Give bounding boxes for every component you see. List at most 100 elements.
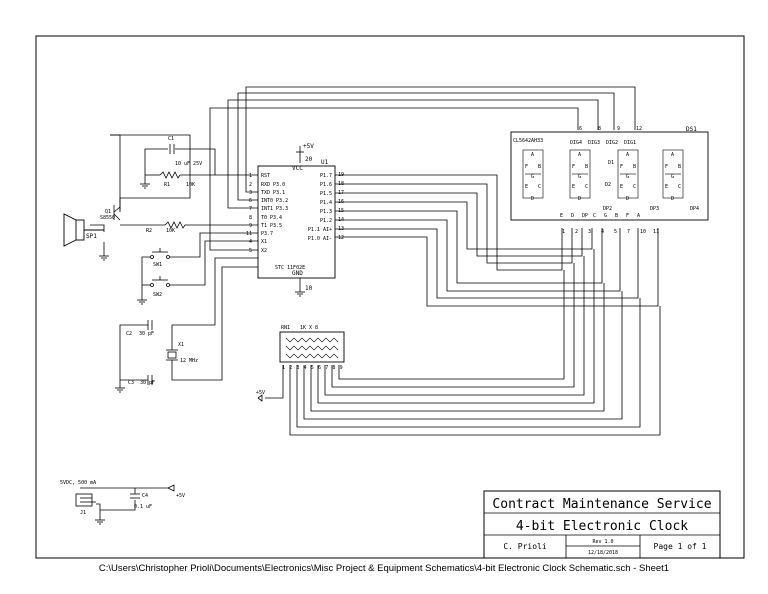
wire-dig1 [245, 86, 636, 193]
ground-icon [137, 299, 147, 305]
u1-part-label: STC 11F02E [275, 265, 305, 271]
rn1-pin-number: 3 [296, 365, 299, 371]
segment-letter: B [538, 164, 541, 170]
c1-value: 10 uF 25V [175, 161, 202, 167]
wire-rn-5 [317, 249, 595, 404]
rn1-zigzag [285, 353, 339, 359]
segment-letter: F [620, 164, 623, 170]
wire-seg-7 [335, 228, 639, 299]
u1-pin-name: X1 [261, 239, 267, 245]
rn1-pin-number: 5 [311, 365, 314, 371]
digit-pin-number: 9 [617, 126, 620, 132]
segment-letter: G [671, 174, 674, 180]
bottom-segment-letter: D [571, 213, 574, 219]
wire-c4-gnd [99, 500, 136, 520]
bottom-pin-number: 5 [614, 229, 617, 235]
u1-pin-name: P1.6 [320, 182, 332, 188]
bottom-segment-letter: C [593, 213, 596, 219]
u1-pin-number: 7 [249, 206, 252, 212]
segment-letter: B [585, 164, 588, 170]
u1-ref: U1 [321, 159, 329, 166]
tb-date: 12/18/2018 [588, 550, 618, 556]
display-body [510, 131, 709, 221]
u1-pin-number: 15 [338, 208, 344, 214]
u1-pin-name: P1.7 [320, 173, 332, 179]
c4-value: 0.1 uF [134, 504, 152, 510]
u1-pin-number: 8 [249, 215, 252, 221]
digit-label: DIG2 [606, 140, 618, 146]
digit-glyph [617, 149, 639, 199]
bottom-segment-letter: E [560, 213, 563, 219]
d-label: D1 [608, 160, 614, 166]
wire-rn-8 [338, 270, 565, 380]
wire-q1-top [110, 134, 121, 210]
jack-ref: J1 [80, 510, 86, 516]
r1-ref: R1 [164, 182, 170, 188]
segment-letter: F [665, 164, 668, 170]
ground-icon [115, 387, 125, 393]
wire-sw2 [170, 240, 258, 286]
bottom-pin-number: 10 [640, 229, 646, 235]
rn1-zigzag [285, 345, 339, 351]
u1-pin-number: 5 [249, 248, 252, 254]
rn1-pin-number: 4 [304, 365, 307, 371]
r2-ref: R2 [146, 228, 152, 234]
segment-letter: G [578, 174, 581, 180]
u1-pin-number: 12 [338, 235, 344, 241]
segment-letter: B [678, 164, 681, 170]
bottom-segment-letter: F [626, 213, 629, 219]
bottom-pin-number: 7 [627, 229, 630, 235]
speaker-icon [63, 213, 104, 247]
segment-letter: G [531, 174, 534, 180]
rn1-pin-number: 9 [340, 365, 343, 371]
digit-glyphs [522, 149, 684, 199]
wire-seg-4 [335, 201, 593, 250]
sp1-ref: SP1 [86, 233, 97, 240]
segment-letter: A [531, 152, 534, 158]
wire-c1-right [175, 148, 216, 175]
u1-pin-name: RST [261, 173, 270, 179]
wire-rn1-common [265, 365, 284, 399]
digit-label: DIG3 [588, 140, 600, 146]
tb-author: C. Prioli [503, 542, 547, 551]
segment-letter: B [633, 164, 636, 170]
segment-letter: D [626, 196, 629, 202]
u1-vcc-label: VCC [292, 165, 303, 172]
digit-outline [662, 149, 684, 199]
segment-letter: D [671, 196, 674, 202]
display-part: CL5642AH33 [513, 138, 543, 144]
u1-pin-number: 11 [246, 231, 252, 237]
u1-body [257, 165, 336, 279]
u1-pin-number: 16 [338, 199, 344, 205]
u1-pin-number: 18 [338, 181, 344, 187]
u1-pin-name: T1 P3.5 [261, 223, 282, 229]
digit-outline [617, 149, 639, 199]
segment-letter: F [525, 164, 528, 170]
wire-dig3 [227, 99, 599, 209]
u1-pin-name: TXD P3.1 [261, 190, 285, 196]
sw2-symbol [150, 276, 170, 287]
bottom-pin-number: 11 [653, 229, 659, 235]
ground-icon [295, 291, 305, 297]
c4-ref: C4 [142, 493, 148, 499]
r2-value: 10K [166, 228, 175, 234]
u1-pin-number: 6 [249, 198, 252, 204]
r1-symbol [159, 171, 181, 179]
ground-icon [95, 519, 105, 525]
segment-letter: E [665, 184, 668, 190]
q1-part: S8550 [100, 215, 115, 221]
segment-letter: A [578, 152, 581, 158]
wire-seg-2 [335, 183, 573, 264]
r1-value: 10K [186, 182, 195, 188]
wire-group [80, 86, 661, 520]
ground-symbols [95, 146, 305, 525]
